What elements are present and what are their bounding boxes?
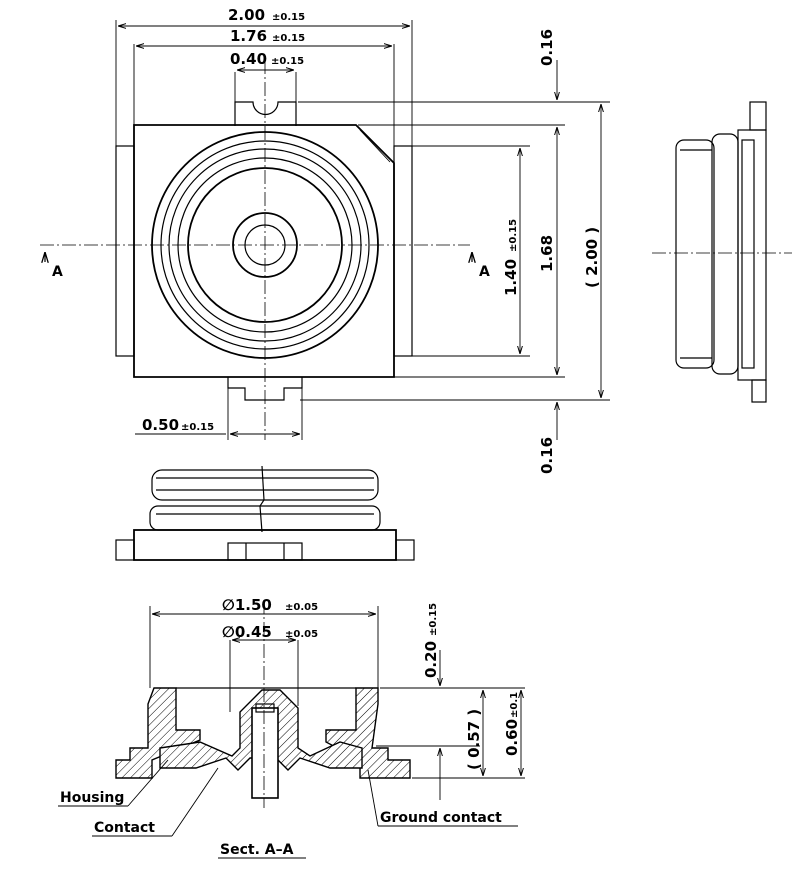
- side-view: [652, 102, 792, 402]
- tol-width-200: ±0.15: [272, 12, 305, 23]
- dim-dia-045: ∅0.45: [222, 623, 272, 641]
- tol-offset-050: ±0.15: [181, 422, 214, 433]
- dim-h-020: 0.20: [422, 641, 440, 678]
- label-contact: Contact: [94, 820, 155, 836]
- section-mark-right: A: [479, 264, 490, 280]
- left-terminal: [116, 146, 134, 356]
- section-mark-left: A: [52, 264, 63, 280]
- dim-bottom-016: 0.16: [538, 437, 556, 474]
- tol-dia-150: ±0.05: [285, 602, 318, 613]
- dim-height-140: 1.40: [502, 259, 520, 296]
- dim-height-168: 1.68: [538, 235, 556, 272]
- tol-height-140: ±0.15: [508, 219, 519, 252]
- tol-dia-045: ±0.05: [285, 629, 318, 640]
- dim-height-200-ref: ( 2.00 ): [583, 227, 601, 288]
- top-view: A A 2.00 ±0.15 1.76 ±0.15 0.40 ±0.15 0.5…: [40, 6, 610, 474]
- dim-width-200: 2.00: [228, 6, 265, 24]
- right-terminal: [394, 146, 412, 356]
- label-ground-contact: Ground contact: [380, 810, 502, 826]
- dim-top-016: 0.16: [538, 29, 556, 66]
- tol-width-040: ±0.15: [271, 56, 304, 67]
- dim-h-060: 0.60: [503, 719, 521, 756]
- dim-offset-050: 0.50: [142, 416, 179, 434]
- housing-body: [134, 125, 394, 377]
- dim-width-040: 0.40: [230, 50, 267, 68]
- front-view: [116, 466, 414, 560]
- label-housing: Housing: [60, 790, 124, 806]
- tol-h-060: ±0.1: [509, 692, 520, 718]
- section-view: ∅1.50 ±0.05 ∅0.45 ±0.05 0.20 ±0.15 ( 0.5…: [58, 596, 525, 858]
- dim-width-176: 1.76: [230, 27, 267, 45]
- dim-dia-150: ∅1.50: [222, 596, 272, 614]
- top-tab: [235, 102, 296, 126]
- tol-width-176: ±0.15: [272, 33, 305, 44]
- section-title: Sect. A–A: [220, 842, 294, 858]
- tol-h-020: ±0.15: [428, 603, 439, 636]
- dim-h-057-ref: ( 0.57 ): [465, 709, 483, 770]
